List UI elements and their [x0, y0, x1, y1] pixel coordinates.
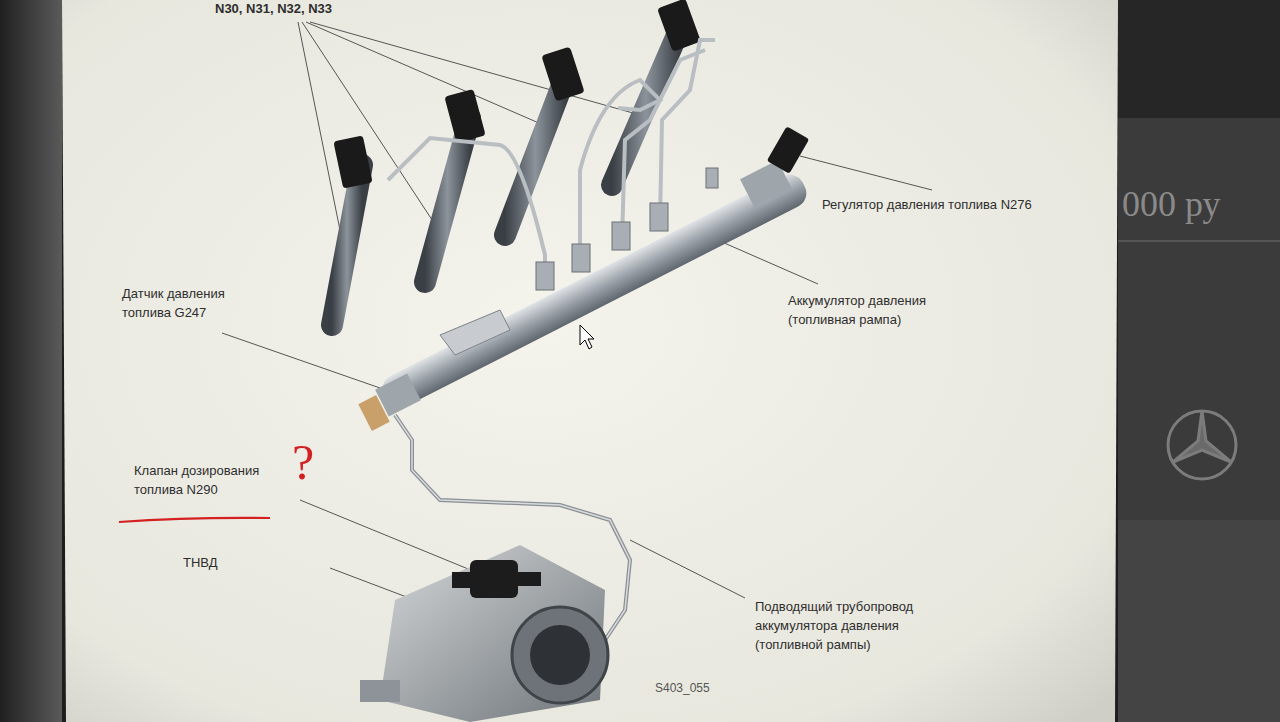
red-underline [119, 518, 270, 522]
part-label: Аккумулятор давления (топливная рампа) [788, 292, 966, 330]
part-label: Датчик давления топлива G247 [122, 285, 247, 323]
part-label: ТНВД [183, 554, 218, 573]
high-pressure-pump [360, 545, 608, 722]
part-label: Регулятор давления топлива N276 [822, 196, 1032, 215]
part-label: Подводящий трубопровод аккумулятора давл… [755, 598, 960, 655]
handwritten-mark: ? [292, 437, 314, 487]
part-label: Клапан дозирования топлива N290 [134, 462, 279, 500]
star-logo [1168, 411, 1236, 479]
callout-label: N30, N31, N32, N33 [215, 0, 332, 19]
fuel-rail [358, 126, 811, 431]
screen-price-text: 000 ру [1122, 185, 1221, 225]
leader-lines [222, 22, 932, 640]
figure-number: S403_055 [655, 680, 710, 697]
